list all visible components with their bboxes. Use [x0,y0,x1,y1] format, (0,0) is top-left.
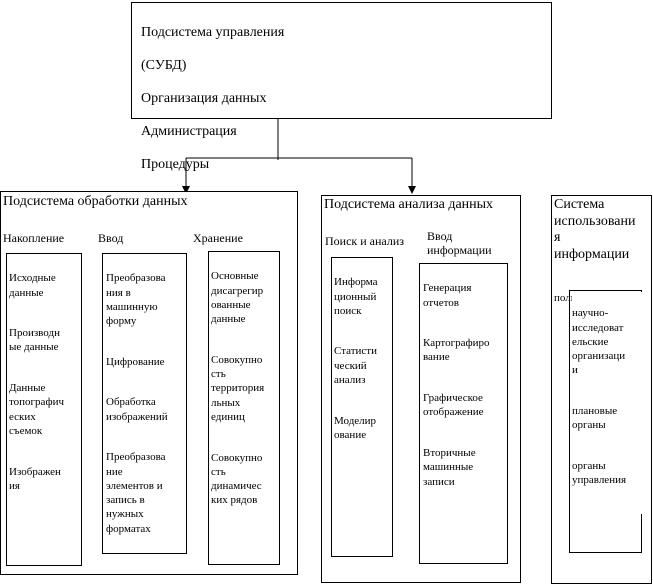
input-header: Ввод [98,231,124,245]
users-items: научно- исследоват ельские организаци и … [572,292,642,514]
search-item: Моделир ование [334,414,377,441]
search-item: Информа ционный поиск [334,276,378,317]
info-input-header: Ввод информации [427,229,492,258]
management-line-4: Администрация [141,123,237,139]
arrow-head-left [182,186,190,194]
info-input-item: Вторичные машинные записи [423,446,476,488]
accumulation-item: Изображен ия [9,465,61,492]
accumulation-item: Производн ые данные [9,327,60,354]
usage-system-title: Система использовани я информации [554,197,636,262]
input-item: Преобразова ния в машинную форму [106,272,166,328]
accumulation-item: Исходные данные [9,272,56,299]
processing-subsystem-title: Подсистема обработки данных [3,194,188,209]
info-input-item: Генерация отчетов [423,282,472,309]
info-input-items: Генерация отчетов Картографиро вание Гра… [423,267,509,515]
management-line-2: (СУБД) [141,57,187,73]
management-line-1: Подсистема управления [141,24,285,40]
input-item: Обработка изображений [106,396,168,423]
search-header: Поиск и анализ [325,234,404,248]
accumulation-items: Исходные данные Производн ые данные Данн… [9,257,81,519]
storage-box [208,251,280,565]
accumulation-header: Накопление [3,231,65,245]
analysis-subsystem-title: Подсистема анализа данных [324,197,494,212]
storage-header: Хранение [193,231,243,245]
accumulation-item: Данные топографич еских съемок [9,382,64,437]
users-item: научно- исследоват ельские организаци и [572,307,626,377]
storage-item: Основные дисагрегир ованные данные [211,270,264,326]
info-input-item: Графическое отображение [423,392,484,419]
management-subsystem-text: Подсистема управления (СУБД) Организация… [141,8,284,190]
users-item: органы управления [572,459,627,487]
input-items: Преобразова ния в машинную форму Цифрова… [106,257,188,562]
search-items: Информа ционный поиск Статисти ческий ан… [334,261,396,469]
management-subsystem-box: Подсистема управления (СУБД) Организация… [131,2,552,172]
input-box [102,253,187,554]
storage-item: Совокупно сть динамичес ких рядов [211,451,263,507]
info-input-box [419,263,508,564]
search-item: Статисти ческий анализ [334,345,378,387]
info-input-item: Картографиро вание [423,337,490,364]
input-item: Преобразова ние элементов и запись в нуж… [106,451,166,535]
storage-items: Основные дисагрегир ованные данные Совок… [211,255,281,534]
input-item: Цифрование [106,355,165,368]
search-box [331,257,393,557]
accumulation-box [6,253,82,566]
arrow-head-right [408,186,416,194]
users-item: плановые органы [572,405,618,432]
storage-item: Совокупно сть территория льных единиц [211,353,265,423]
management-line-3: Организация данных [141,90,267,106]
management-line-5: Процедуры [141,156,210,172]
